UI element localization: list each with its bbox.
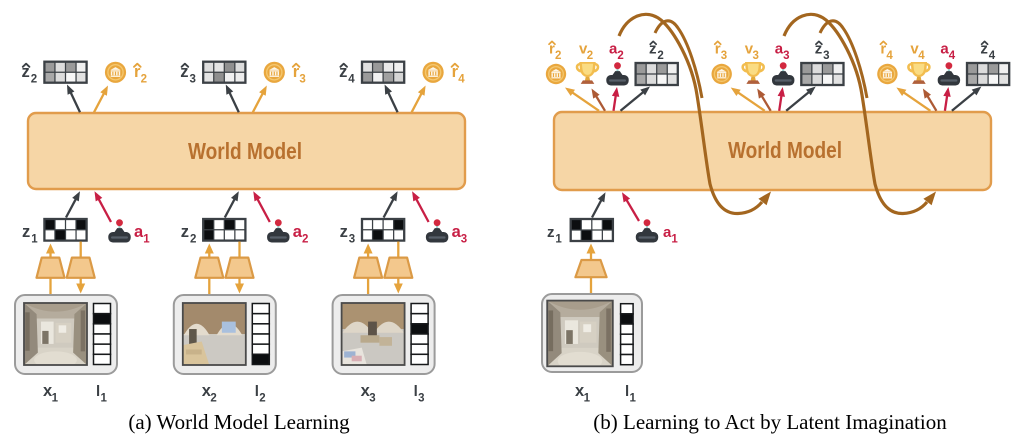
svg-text:r: r bbox=[293, 63, 300, 81]
svg-text:2: 2 bbox=[555, 50, 561, 62]
svg-text:(a) World Model Learning: (a) World Model Learning bbox=[128, 410, 350, 434]
svg-text:l: l bbox=[255, 383, 259, 400]
svg-text:a: a bbox=[134, 223, 144, 241]
svg-text:r: r bbox=[715, 41, 721, 58]
svg-text:a: a bbox=[293, 223, 303, 241]
svg-text:2: 2 bbox=[587, 50, 593, 62]
svg-text:z: z bbox=[181, 223, 189, 241]
svg-text:v: v bbox=[910, 41, 919, 58]
svg-text:2: 2 bbox=[31, 74, 37, 86]
svg-text:1: 1 bbox=[584, 393, 591, 405]
svg-text:x: x bbox=[202, 382, 212, 400]
svg-text:2: 2 bbox=[190, 234, 196, 246]
svg-text:z: z bbox=[815, 41, 823, 58]
svg-text:l: l bbox=[414, 383, 418, 400]
svg-text:1: 1 bbox=[555, 234, 562, 246]
svg-text:v: v bbox=[745, 41, 754, 58]
svg-text:1: 1 bbox=[143, 234, 150, 246]
svg-text:2: 2 bbox=[210, 393, 216, 405]
svg-text:z: z bbox=[339, 63, 347, 81]
svg-text:3: 3 bbox=[190, 74, 196, 86]
svg-text:a: a bbox=[775, 41, 784, 58]
svg-text:World Model: World Model bbox=[188, 138, 302, 164]
svg-text:2: 2 bbox=[657, 50, 663, 62]
svg-text:x: x bbox=[43, 382, 53, 400]
svg-text:4: 4 bbox=[918, 50, 925, 62]
svg-text:2: 2 bbox=[617, 50, 623, 62]
svg-text:z: z bbox=[547, 224, 555, 241]
svg-text:r: r bbox=[134, 63, 141, 81]
svg-text:l: l bbox=[96, 383, 100, 400]
svg-text:3: 3 bbox=[369, 393, 375, 405]
svg-text:3: 3 bbox=[823, 50, 829, 62]
svg-text:1: 1 bbox=[31, 234, 38, 246]
svg-text:z: z bbox=[340, 223, 348, 241]
svg-text:1: 1 bbox=[52, 393, 59, 405]
svg-text:3: 3 bbox=[418, 393, 424, 405]
svg-text:a: a bbox=[452, 223, 462, 241]
svg-text:4: 4 bbox=[348, 74, 355, 86]
svg-text:(b) Learning to Act by Latent: (b) Learning to Act by Latent Imaginatio… bbox=[593, 410, 947, 434]
svg-text:1: 1 bbox=[101, 393, 108, 405]
svg-text:z: z bbox=[649, 41, 657, 58]
svg-text:r: r bbox=[880, 41, 886, 58]
svg-text:4: 4 bbox=[886, 50, 893, 62]
svg-text:4: 4 bbox=[989, 50, 996, 62]
svg-text:3: 3 bbox=[753, 50, 759, 62]
svg-text:3: 3 bbox=[299, 74, 305, 86]
svg-text:4: 4 bbox=[458, 74, 465, 86]
svg-text:3: 3 bbox=[721, 50, 727, 62]
svg-text:r: r bbox=[549, 41, 555, 58]
svg-text:z: z bbox=[22, 223, 30, 241]
svg-text:1: 1 bbox=[630, 393, 637, 405]
svg-text:r: r bbox=[452, 63, 459, 81]
svg-text:v: v bbox=[579, 41, 588, 58]
svg-text:x: x bbox=[361, 382, 371, 400]
svg-text:a: a bbox=[609, 41, 618, 58]
svg-text:1: 1 bbox=[671, 234, 678, 246]
svg-text:2: 2 bbox=[302, 234, 308, 246]
svg-text:z: z bbox=[22, 63, 30, 81]
svg-text:z: z bbox=[180, 63, 188, 81]
svg-text:a: a bbox=[663, 224, 672, 241]
svg-text:3: 3 bbox=[461, 234, 467, 246]
svg-text:a: a bbox=[940, 41, 949, 58]
svg-text:z: z bbox=[980, 41, 988, 58]
svg-text:3: 3 bbox=[783, 50, 789, 62]
svg-text:2: 2 bbox=[259, 393, 265, 405]
svg-text:3: 3 bbox=[349, 234, 355, 246]
svg-text:x: x bbox=[575, 382, 585, 400]
svg-text:World Model: World Model bbox=[728, 137, 842, 163]
svg-text:4: 4 bbox=[949, 50, 956, 62]
svg-text:2: 2 bbox=[141, 74, 147, 86]
svg-text:l: l bbox=[625, 383, 629, 400]
